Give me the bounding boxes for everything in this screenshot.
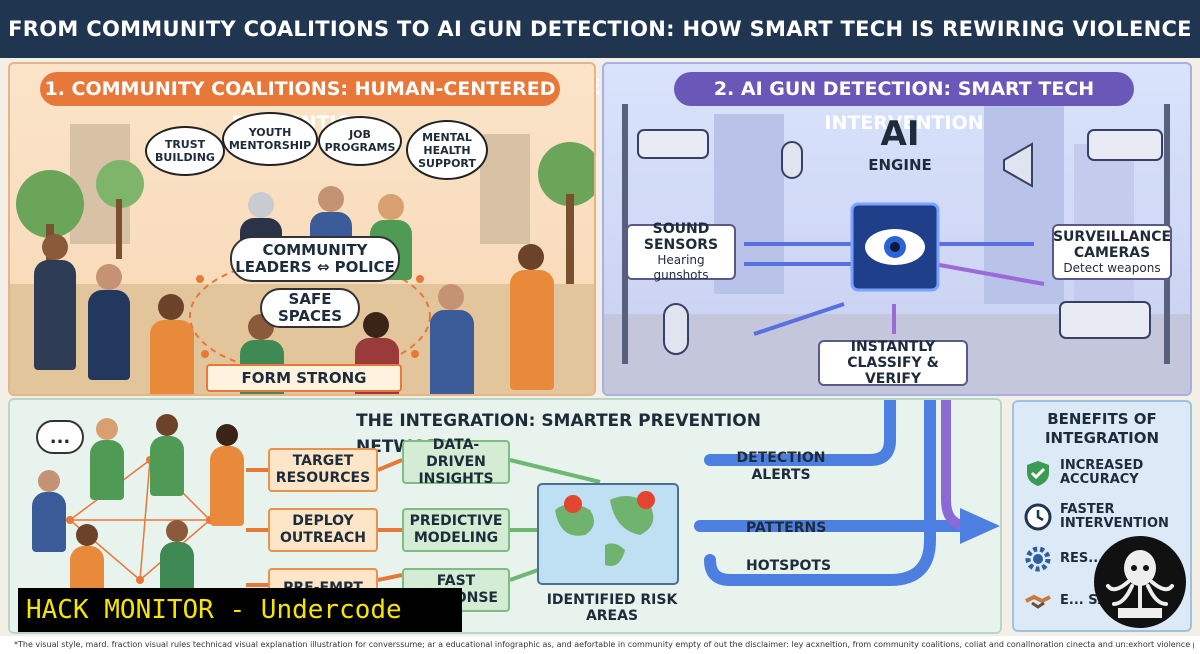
deploy-outreach-label: DEPLOY OUTREACH <box>268 508 378 552</box>
benefit-faster-intervention: FASTER INTERVENTION <box>1024 500 1190 534</box>
integration-scene <box>66 400 1000 587</box>
gear-icon <box>1025 546 1051 572</box>
detection-alerts-label: DETECTION ALERTS <box>736 450 826 483</box>
map-pin-icon <box>564 491 655 513</box>
community-panel: 1. COMMUNITY COALITIONS: HUMAN-CENTERED … <box>8 62 596 396</box>
ai-chip-icon <box>850 202 940 292</box>
clock-icon <box>1024 503 1052 531</box>
safe-spaces-bubble: SAFE SPACES <box>260 288 360 328</box>
youth-mentorship-bubble: YOUTH MENTORSHIP <box>222 112 318 166</box>
header-bar <box>0 0 1200 58</box>
octopus-logo <box>1094 536 1186 628</box>
community-banner: 1. COMMUNITY COALITIONS: HUMAN-CENTERED … <box>40 72 560 134</box>
tree-icon <box>538 142 594 206</box>
watermark-bar <box>18 588 462 632</box>
microphone-icon <box>663 141 803 355</box>
mental-health-bubble: MENTAL HEALTH SUPPORT <box>406 120 488 180</box>
watermark-text: HACK MONITOR - Undercode <box>26 595 402 625</box>
sound-sensors-title: SOUND SENSORS <box>643 221 719 253</box>
benefits-title: BENEFITS OF INTEGRATION <box>1044 410 1160 447</box>
shield-check-icon <box>1027 461 1049 486</box>
classify-verify-label: INSTANTLY CLASSIFY & VERIFY <box>847 339 939 387</box>
benefit-label: FASTER INTERVENTION <box>1060 502 1169 531</box>
camera-icon <box>637 129 709 159</box>
tree-icon <box>96 160 144 208</box>
hotspots-label: HOTSPOTS <box>746 558 832 574</box>
speech-bubble: ... <box>36 420 84 454</box>
patterns-label: PATTERNS <box>746 520 827 536</box>
surveillance-cameras-box: SURVEILLANCE CAMERAS Detect weapons <box>1052 224 1172 280</box>
benefit-increased-accuracy: INCREASED ACCURACY <box>1024 456 1190 490</box>
handshake-icon <box>1025 594 1051 609</box>
job-programs-bubble: JOB PROGRAMS <box>318 116 402 166</box>
surveillance-cameras-title: SURVEILLANCE CAMERAS <box>1052 228 1172 261</box>
form-strong-network-label: FORM STRONG NETWORK <box>206 364 402 394</box>
footer-bar <box>0 636 1200 654</box>
leaders-police-bubble: COMMUNITY LEADERS ⇔ POLICE <box>230 236 400 282</box>
classify-verify-box: INSTANTLY CLASSIFY & VERIFY <box>818 339 968 387</box>
footer-disclaimer: *The visual style, mard. fraction visual… <box>14 640 1194 649</box>
surveillance-cameras-subtitle: Detect weapons <box>1063 260 1161 275</box>
sound-sensors-subtitle: Hearing gunshots <box>653 253 709 282</box>
ai-engine-title: AI <box>880 114 920 154</box>
trust-building-bubble: TRUST BUILDING <box>145 126 225 176</box>
identified-risk-areas-label: IDENTIFIED RISK AREAS <box>546 592 678 624</box>
sound-sensors-box: SOUND SENSORS Hearing gunshots <box>626 221 736 282</box>
tree-icon <box>16 170 84 238</box>
data-driven-insights-label: DATA-DRIVEN INSIGHTS <box>402 437 510 487</box>
ai-engine-subtitle: ENGINE <box>868 156 932 174</box>
page-title: FROM COMMUNITY COALITIONS TO AI GUN DETE… <box>8 17 1192 99</box>
benefits-panel: BENEFITS OF INTEGRATION INCREASED ACCURA… <box>1012 400 1192 632</box>
speaker-icon <box>1003 142 1033 188</box>
ai-panel: 2. AI GUN DETECTION: SMART TECH INTERVEN… <box>602 62 1192 396</box>
target-resources-label: TARGET RESOURCES <box>268 448 378 492</box>
benefit-label: INCREASED ACCURACY <box>1060 458 1144 487</box>
camera-icon <box>1059 301 1151 339</box>
ai-banner: 2. AI GUN DETECTION: SMART TECH INTERVEN… <box>674 72 1134 134</box>
integration-title: THE INTEGRATION: SMARTER PREVENTION NETW… <box>356 411 761 457</box>
predictive-modeling-label: PREDICTIVE MODELING <box>402 508 510 552</box>
camera-icon <box>1087 129 1163 161</box>
world-map-icon <box>537 483 679 585</box>
